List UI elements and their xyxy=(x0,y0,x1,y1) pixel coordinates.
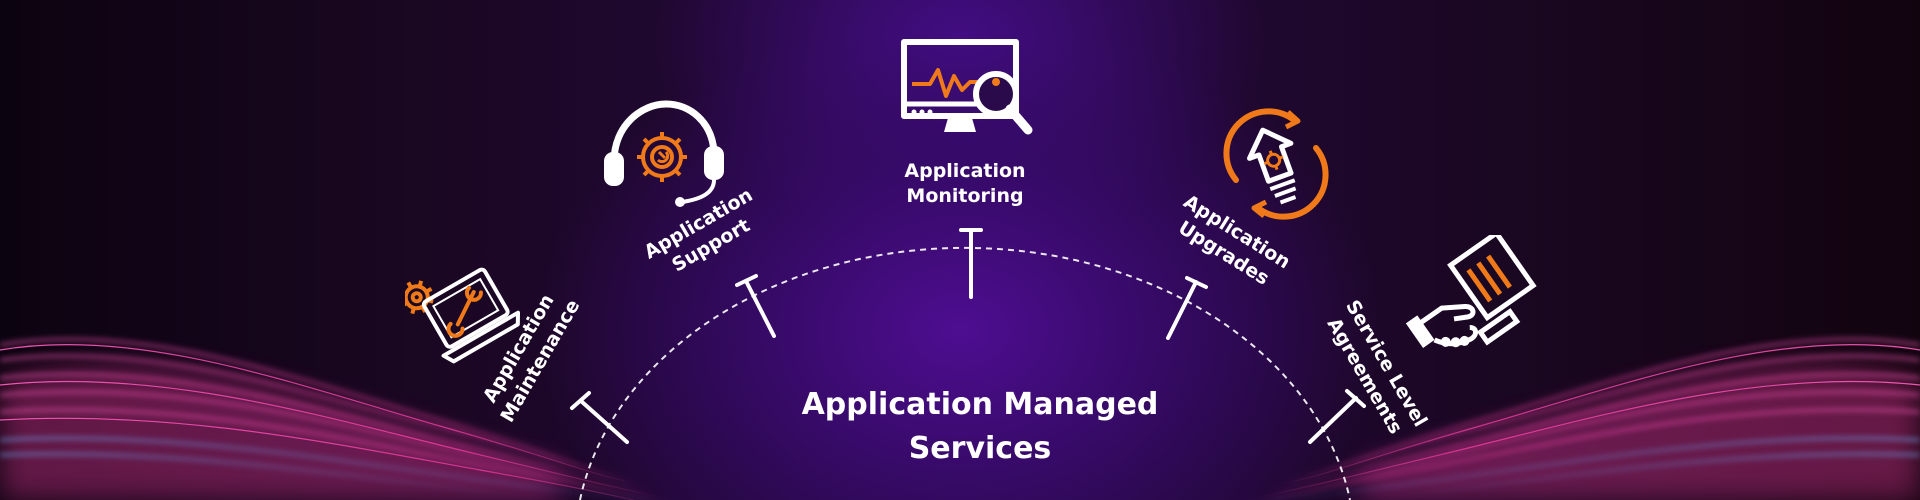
connector-maintenance xyxy=(570,391,629,444)
service-label-monitoring: Application Monitoring xyxy=(880,159,1050,209)
label-line-2: Monitoring xyxy=(906,185,1024,207)
headset-gear-icon xyxy=(604,100,724,207)
laptop-wrench-gear-icon xyxy=(405,267,521,364)
connector-sla xyxy=(1308,389,1366,444)
center-title: Application Managed Services xyxy=(760,383,1200,471)
monitor-magnifier-icon xyxy=(901,39,1033,135)
connector-support xyxy=(735,274,776,338)
connector-upgrades xyxy=(1166,276,1208,340)
center-title-line-2: Services xyxy=(908,431,1052,466)
dashed-arc xyxy=(579,246,1351,500)
connector-monitoring xyxy=(959,228,983,299)
center-title-line-1: Application Managed xyxy=(801,387,1159,422)
upgrade-arrow-cycle-icon xyxy=(1223,108,1329,220)
handshake-document-icon xyxy=(1405,235,1537,348)
label-line-1: Application xyxy=(904,160,1026,182)
